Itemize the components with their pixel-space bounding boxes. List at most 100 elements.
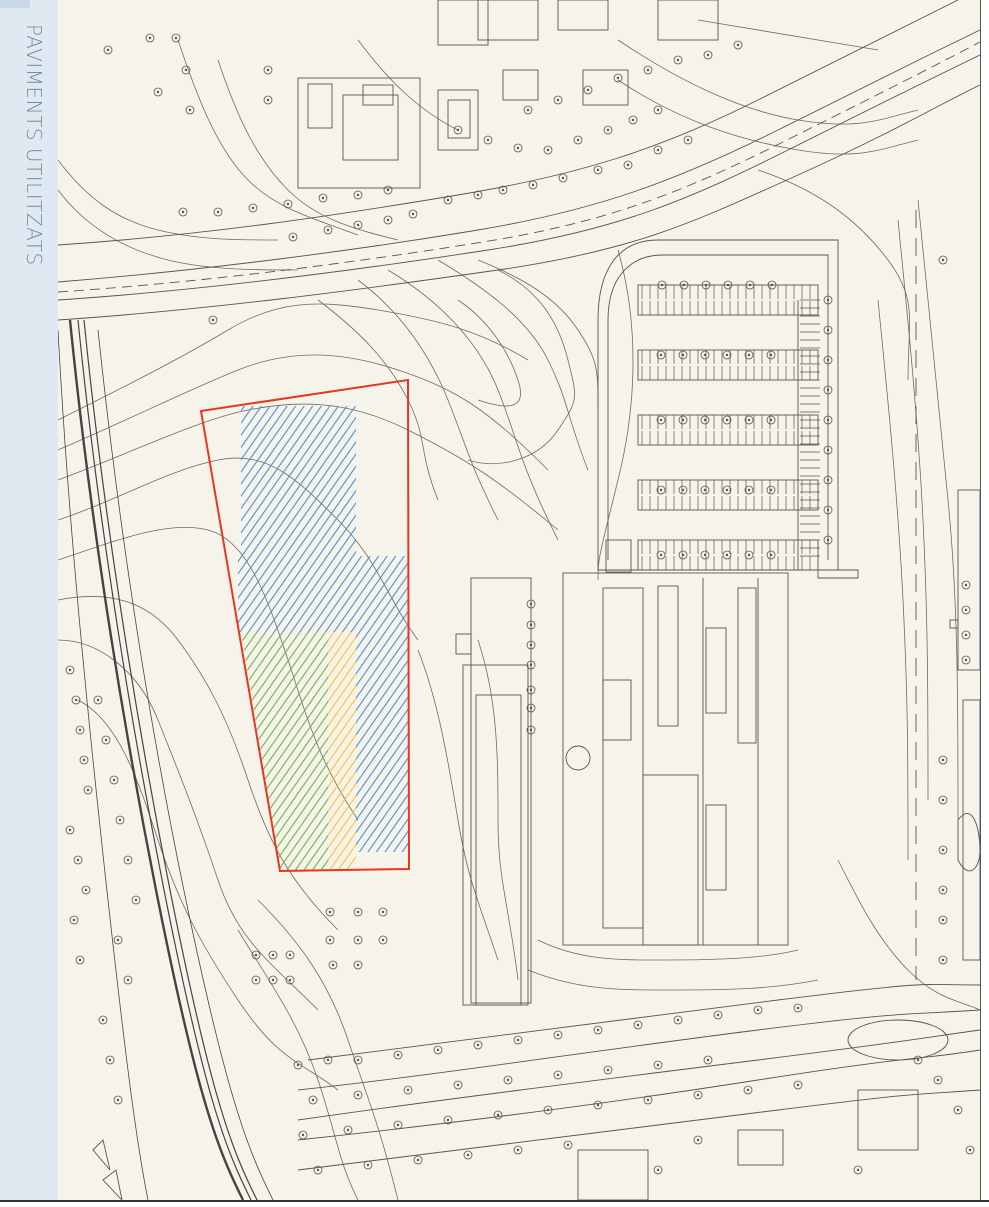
tree-icon [573, 135, 583, 145]
tree-icon [623, 160, 633, 170]
tree-center-dot [104, 738, 108, 742]
tree-icon [328, 960, 338, 970]
tree-center-dot [856, 1168, 860, 1172]
tree-center-dot [254, 953, 258, 957]
tree-icon [643, 65, 653, 75]
tree-icon [744, 550, 754, 560]
tree-icon [498, 185, 508, 195]
tree-icon [75, 955, 85, 965]
tree-icon [153, 87, 163, 97]
tree-icon [593, 165, 603, 175]
tree-icon [293, 1060, 303, 1070]
tree-center-dot [411, 212, 415, 216]
tree-icon [766, 350, 776, 360]
tree-icon [69, 915, 79, 925]
tree-center-dot [271, 978, 275, 982]
tree-center-dot [516, 1148, 520, 1152]
tree-icon [723, 280, 733, 290]
tree-center-dot [211, 318, 215, 322]
tree-icon [383, 185, 393, 195]
tree-icon [823, 445, 833, 455]
tree-center-dot [725, 488, 729, 492]
tree-center-dot [941, 798, 945, 802]
tree-center-dot [108, 1058, 112, 1062]
tree-center-dot [78, 958, 82, 962]
tree-center-dot [216, 210, 220, 214]
tree-icon [722, 485, 732, 495]
tree-icon [408, 209, 418, 219]
tree-icon [656, 550, 666, 560]
tree-icon [493, 1110, 503, 1120]
tree-center-dot [116, 938, 120, 942]
tree-center-dot [286, 202, 290, 206]
tree-center-dot [556, 98, 560, 102]
tree-icon [323, 1055, 333, 1065]
tree-center-dot [529, 688, 533, 692]
tree-center-dot [616, 76, 620, 80]
tree-icon [65, 825, 75, 835]
tree-center-dot [148, 36, 152, 40]
tree-center-dot [446, 198, 450, 202]
tree-center-dot [706, 53, 710, 57]
tree-icon [213, 207, 223, 217]
zone-green [241, 632, 328, 870]
tree-icon [378, 935, 388, 945]
tree-center-dot [659, 418, 663, 422]
tree-center-dot [496, 1113, 500, 1117]
tree-center-dot [68, 828, 72, 832]
tree-center-dot [386, 188, 390, 192]
tree-center-dot [476, 193, 480, 197]
tree-center-dot [964, 608, 968, 612]
tree-center-dot [769, 553, 773, 557]
tree-center-dot [112, 778, 116, 782]
tree-center-dot [770, 283, 774, 287]
tree-center-dot [646, 68, 650, 72]
tree-icon [283, 199, 293, 209]
tree-icon [363, 1160, 373, 1170]
tree-center-dot [296, 1063, 300, 1067]
tree-center-dot [529, 663, 533, 667]
tree-center-dot [659, 488, 663, 492]
tree-icon [722, 550, 732, 560]
tree-center-dot [356, 1058, 360, 1062]
tree-icon [744, 350, 754, 360]
tree-icon [393, 1120, 403, 1130]
tree-icon [131, 895, 141, 905]
tree-icon [308, 1095, 318, 1105]
tree-center-dot [826, 538, 830, 542]
tree-icon [673, 55, 683, 65]
tree-icon [75, 725, 85, 735]
tree-icon [793, 1003, 803, 1013]
hatched-zones [238, 406, 408, 870]
tree-icon [123, 855, 133, 865]
tree-center-dot [626, 163, 630, 167]
tree-center-dot [556, 1073, 560, 1077]
tree-center-dot [291, 235, 295, 239]
tree-icon [268, 950, 278, 960]
tree-icon [628, 115, 638, 125]
tree-icon [603, 125, 613, 135]
tree-center-dot [311, 1098, 315, 1102]
tree-icon [679, 280, 689, 290]
tree-icon [744, 415, 754, 425]
tree-center-dot [656, 1063, 660, 1067]
tree-icon [323, 225, 333, 235]
tree-center-dot [631, 118, 635, 122]
tree-icon [523, 105, 533, 115]
tree-icon [103, 45, 113, 55]
tree-icon [263, 95, 273, 105]
tree-center-dot [696, 1093, 700, 1097]
tree-icon [823, 355, 833, 365]
tree-icon [656, 350, 666, 360]
tree-center-dot [529, 602, 533, 606]
tree-center-dot [476, 1043, 480, 1047]
tree-icon [98, 1015, 108, 1025]
tree-center-dot [596, 1028, 600, 1032]
tree-icon [653, 1165, 663, 1175]
tree-icon [722, 415, 732, 425]
tree-center-dot [769, 418, 773, 422]
tree-center-dot [826, 298, 830, 302]
tree-center-dot [106, 48, 110, 52]
tree-icon [105, 1055, 115, 1065]
tree-icon [403, 1085, 413, 1095]
